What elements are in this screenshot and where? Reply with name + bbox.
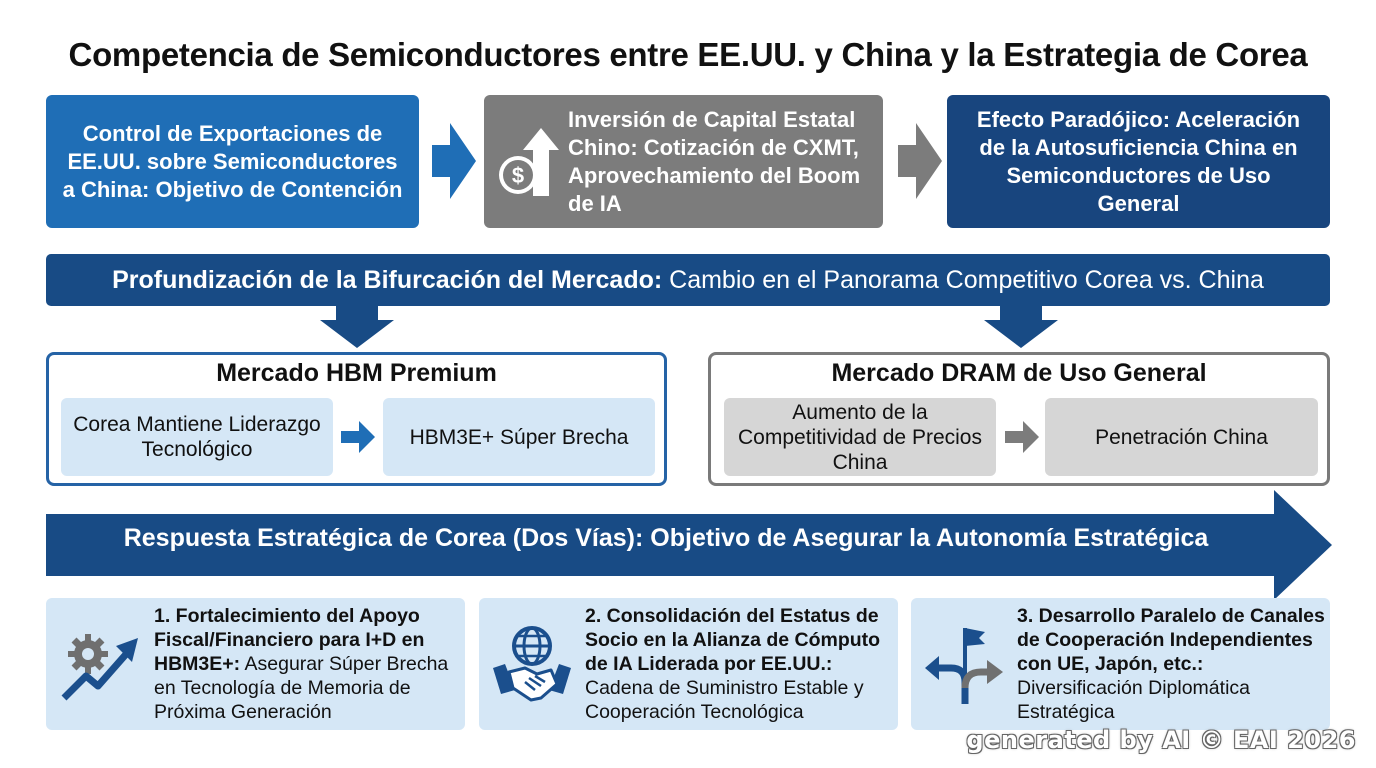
page-title: Competencia de Semiconductores entre EE.… <box>68 36 1308 73</box>
strategy-card-3: 3. Desarrollo Paralelo de Canales de Coo… <box>911 598 1330 730</box>
strategy-card-2-regular: Cadena de Suministro Estable y Cooperaci… <box>585 677 864 723</box>
china-investment-text: Inversión de Capital Estatal Chino: Coti… <box>568 106 861 216</box>
paradox-effect-box: Efecto Paradójico: Aceleración de la Aut… <box>947 95 1330 228</box>
watermark-text: generated by AI © EAI 2026 <box>966 726 1356 754</box>
strategy-card-3-regular: Diversificación Diplomática Estratégica <box>1017 677 1250 723</box>
korea-leadership-chip: Corea Mantiene Liderazgo Tecnológico <box>61 398 333 476</box>
hbm-market-title: Mercado HBM Premium <box>216 359 497 387</box>
strategy-card-1: 1. Fortalecimiento del Apoyo Fiscal/Fina… <box>46 598 465 730</box>
strategy-card-1-regular: Asegurar Súper Brecha en Tecnología de M… <box>154 653 449 723</box>
strategy-card-1-bold: 1. Fortalecimiento del Apoyo Fiscal/Fina… <box>154 605 425 675</box>
korea-leadership-text: Corea Mantiene Liderazgo Tecnológico <box>73 413 321 461</box>
us-export-controls-box: Control de Exportaciones de EE.UU. sobre… <box>46 95 419 228</box>
market-bifurcation-band: Profundización de la Bifurcación del Mer… <box>46 254 1330 306</box>
strategy-banner-arrow <box>46 490 1332 600</box>
strategy-card-2-text: 2. Consolidación del Estatus de Socio en… <box>585 604 893 724</box>
strategy-card-2-bold: 2. Consolidación del Estatus de Socio en… <box>585 605 881 675</box>
down-arrow-right-icon <box>984 306 1058 348</box>
us-export-controls-text: Control de Exportaciones de EE.UU. sobre… <box>62 120 403 202</box>
svg-text:$: $ <box>512 163 524 188</box>
hbm3e-gap-chip: HBM3E+ Súper Brecha <box>383 398 655 476</box>
china-price-competitiveness-text: Aumento de la Competitividad de Precios … <box>738 400 982 474</box>
china-penetration-text: Penetración China <box>1095 425 1268 449</box>
strategy-card-1-text: 1. Fortalecimiento del Apoyo Fiscal/Fina… <box>154 604 460 724</box>
hbm-arrow-icon <box>341 421 375 453</box>
dram-market-title: Mercado DRAM de Uso General <box>831 359 1207 387</box>
strategy-card-3-text: 3. Desarrollo Paralelo de Canales de Coo… <box>1017 604 1325 724</box>
money-up-arrow-icon: $ <box>499 128 559 196</box>
flow-arrow-1-icon <box>432 123 476 199</box>
china-price-competitiveness-chip: Aumento de la Competitividad de Precios … <box>724 398 996 476</box>
strategy-card-3-bold: 3. Desarrollo Paralelo de Canales de Coo… <box>1017 605 1325 675</box>
paradox-effect-text: Efecto Paradójico: Aceleración de la Aut… <box>976 106 1301 216</box>
hbm3e-gap-text: HBM3E+ Súper Brecha <box>409 425 629 449</box>
gear-growth-arrow-icon <box>61 634 138 701</box>
dram-arrow-icon <box>1005 421 1039 453</box>
down-arrow-left-icon <box>320 306 394 348</box>
band-regular-text: Cambio en el Panorama Competitivo Corea … <box>662 265 1264 294</box>
china-penetration-chip: Penetración China <box>1045 398 1318 476</box>
flag-split-arrows-icon <box>925 628 1003 704</box>
hbm-premium-market-panel: Mercado HBM Premium Corea Mantiene Lider… <box>46 352 667 486</box>
flow-arrow-2-icon <box>898 123 942 199</box>
strategy-card-2: 2. Consolidación del Estatus de Socio en… <box>479 598 898 730</box>
band-bold-text: Profundización de la Bifurcación del Mer… <box>112 265 663 294</box>
strategy-banner-text: Respuesta Estratégica de Corea (Dos Vías… <box>123 524 1209 552</box>
dram-general-market-panel: Mercado DRAM de Uso General Aumento de l… <box>708 352 1330 486</box>
globe-handshake-icon <box>493 626 571 702</box>
china-investment-box: Inversión de Capital Estatal Chino: Coti… <box>484 95 883 228</box>
